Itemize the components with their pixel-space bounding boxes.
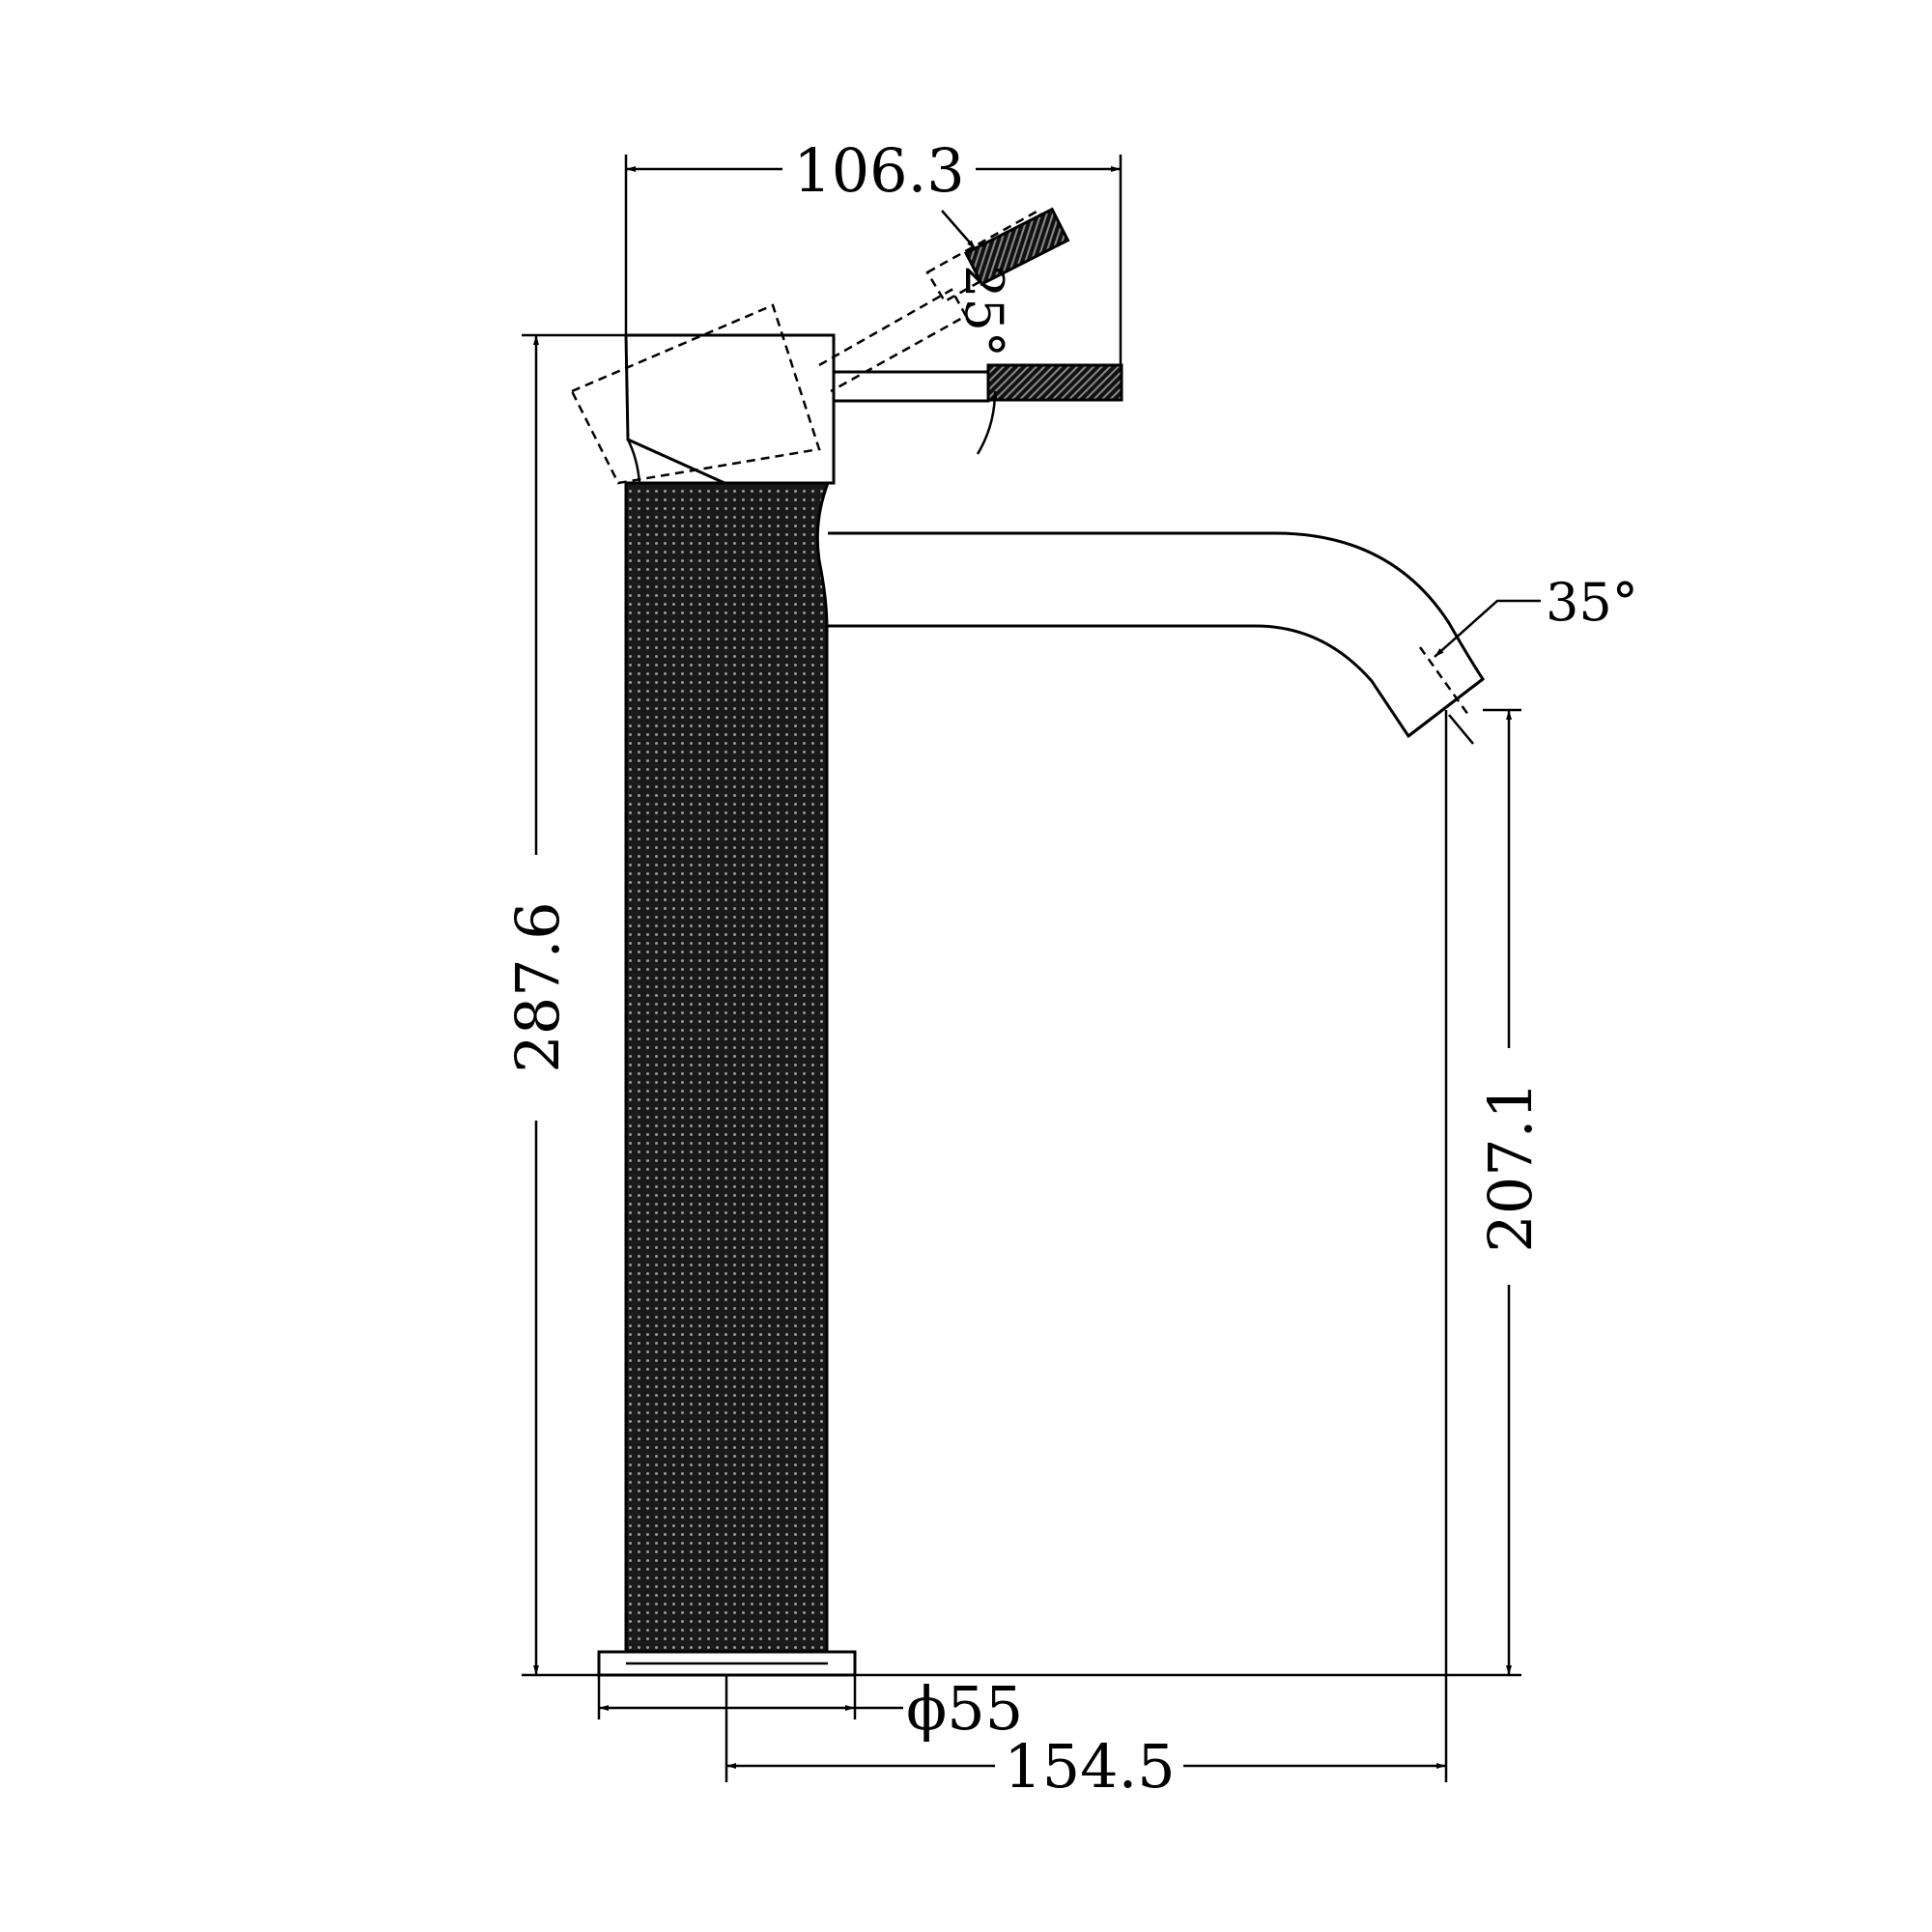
dim-total-height: 287.6 (502, 901, 573, 1073)
lever-tip-open (963, 207, 1070, 287)
dim-base-diameter: ϕ55 (906, 1673, 1023, 1744)
angle-spout: 35° (1546, 572, 1638, 633)
dim-top-width: 106.3 (793, 135, 965, 206)
lever-tip-closed (986, 363, 1123, 402)
spout (828, 531, 1486, 739)
faucet-body (570, 207, 1486, 1677)
knurled-column (624, 481, 831, 1654)
handle-head-block (624, 333, 836, 485)
dimension-lines (522, 155, 1541, 1782)
dim-reach: 154.5 (1004, 1731, 1176, 1802)
dim-spout-height: 207.1 (1475, 1081, 1546, 1253)
handle-open-position (570, 207, 1070, 485)
angle-handle: 25° (953, 265, 1014, 357)
